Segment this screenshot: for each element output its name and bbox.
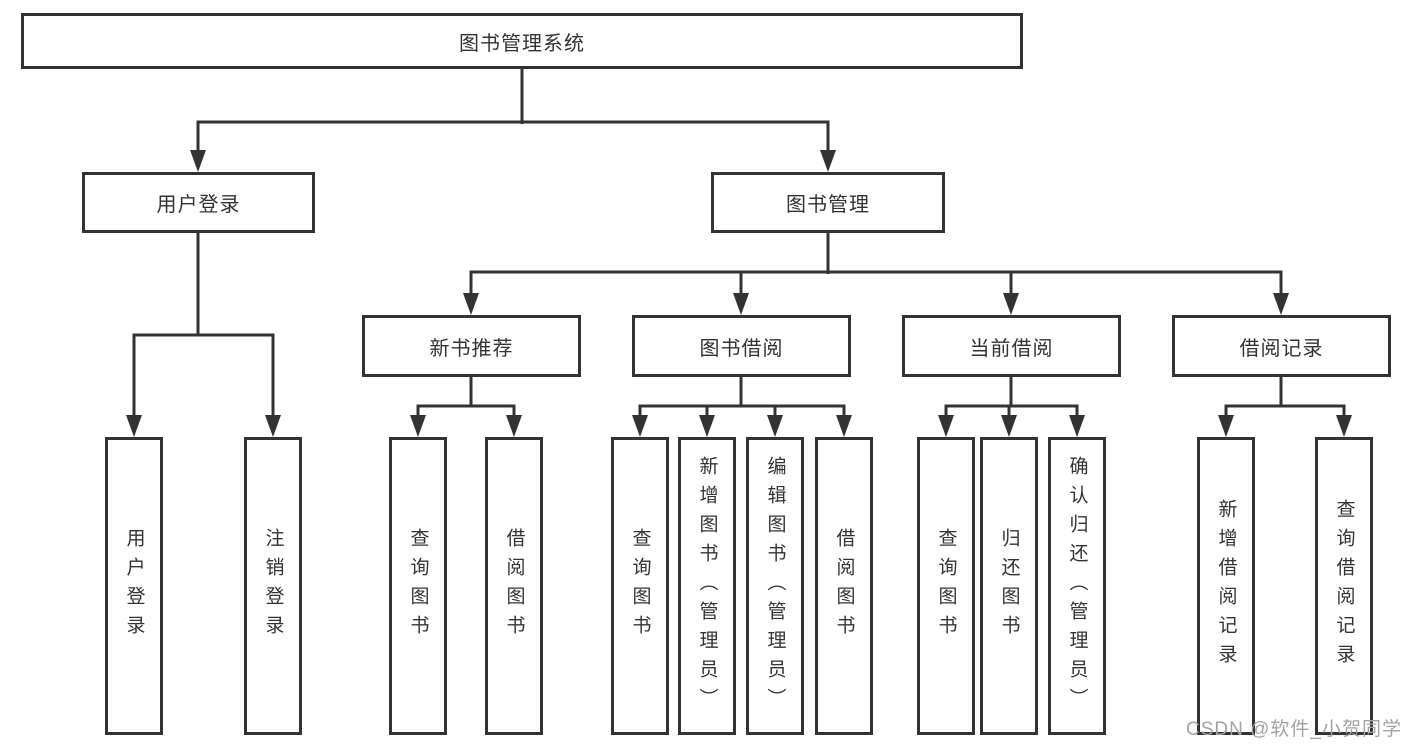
- node-leaf-add-borrow-record: 新增借阅记录: [1197, 437, 1255, 735]
- node-book-management: 图书管理: [711, 172, 945, 233]
- node-user-login-label: 用户登录: [156, 194, 241, 216]
- node-new-book-recommend-label: 新书推荐: [429, 337, 514, 360]
- node-leaf-edit-books-admin: 编辑图书（管理员）: [746, 437, 804, 735]
- node-borrowing-records-label: 借阅记录: [1239, 337, 1324, 360]
- node-book-borrowing: 图书借阅: [632, 315, 851, 377]
- node-leaf-search-books-borrowing: 查询图书: [611, 437, 669, 735]
- node-leaf-search-books-recommend-label: 查询图书: [407, 528, 429, 644]
- node-book-management-label: 图书管理: [786, 194, 870, 216]
- node-leaf-confirm-return-admin: 确认归还（管理员）: [1048, 437, 1106, 735]
- node-new-book-recommend: 新书推荐: [362, 315, 581, 377]
- node-leaf-borrow-books-label: 借阅图书: [833, 528, 855, 644]
- node-book-borrowing-label: 图书借阅: [699, 337, 784, 360]
- node-leaf-edit-books-admin-label: 编辑图书（管理员）: [764, 455, 786, 717]
- node-leaf-add-borrow-record-label: 新增借阅记录: [1215, 499, 1237, 673]
- node-root: 图书管理系统: [21, 13, 1023, 69]
- node-leaf-return-books: 归还图书: [980, 437, 1038, 735]
- node-leaf-borrow-books-recommend-label: 借阅图书: [503, 528, 525, 644]
- node-leaf-logout-label: 注销登录: [262, 528, 284, 644]
- node-leaf-search-books-borrowing-label: 查询图书: [629, 528, 651, 644]
- node-leaf-add-books-admin: 新增图书（管理员）: [678, 437, 736, 735]
- node-user-login: 用户登录: [82, 172, 315, 233]
- node-leaf-search-borrow-record-label: 查询借阅记录: [1333, 499, 1355, 673]
- node-borrowing-records: 借阅记录: [1172, 315, 1391, 377]
- node-leaf-user-login: 用户登录: [105, 437, 163, 735]
- node-leaf-search-books-current-label: 查询图书: [935, 528, 957, 644]
- node-root-label: 图书管理系统: [459, 32, 585, 55]
- node-leaf-logout: 注销登录: [244, 437, 302, 735]
- node-leaf-confirm-return-admin-label: 确认归还（管理员）: [1066, 455, 1088, 717]
- node-current-borrowing-label: 当前借阅: [969, 337, 1054, 360]
- node-leaf-borrow-books-recommend: 借阅图书: [485, 437, 543, 735]
- node-leaf-search-borrow-record: 查询借阅记录: [1315, 437, 1373, 735]
- csdn-watermark: CSDN @软件_小贺同学: [1186, 719, 1402, 740]
- node-leaf-search-books-recommend: 查询图书: [389, 437, 447, 735]
- node-leaf-search-books-current: 查询图书: [917, 437, 975, 735]
- node-current-borrowing: 当前借阅: [902, 315, 1121, 377]
- node-leaf-user-login-label: 用户登录: [123, 528, 145, 644]
- node-leaf-return-books-label: 归还图书: [998, 528, 1020, 644]
- node-leaf-borrow-books: 借阅图书: [815, 437, 873, 735]
- node-leaf-add-books-admin-label: 新增图书（管理员）: [696, 455, 718, 717]
